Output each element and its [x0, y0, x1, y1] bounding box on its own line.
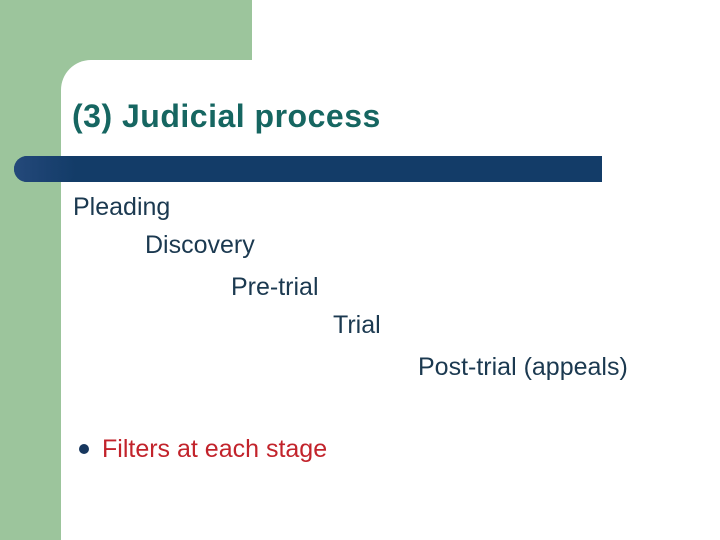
stage-pre-trial: Pre-trial	[231, 273, 319, 301]
slide-title: (3) Judicial process	[72, 98, 381, 134]
bullet-dot-icon	[79, 444, 89, 454]
stage-post-trial: Post-trial (appeals)	[418, 353, 628, 381]
stage-discovery: Discovery	[145, 231, 255, 259]
bar-cap-oval	[14, 156, 76, 182]
stage-pleading: Pleading	[73, 193, 171, 221]
title-underline-bar	[14, 156, 602, 182]
content-panel	[61, 60, 720, 540]
bullet-item: Filters at each stage	[79, 434, 327, 464]
bullet-label: Filters at each stage	[102, 435, 328, 463]
stage-trial: Trial	[333, 311, 381, 339]
